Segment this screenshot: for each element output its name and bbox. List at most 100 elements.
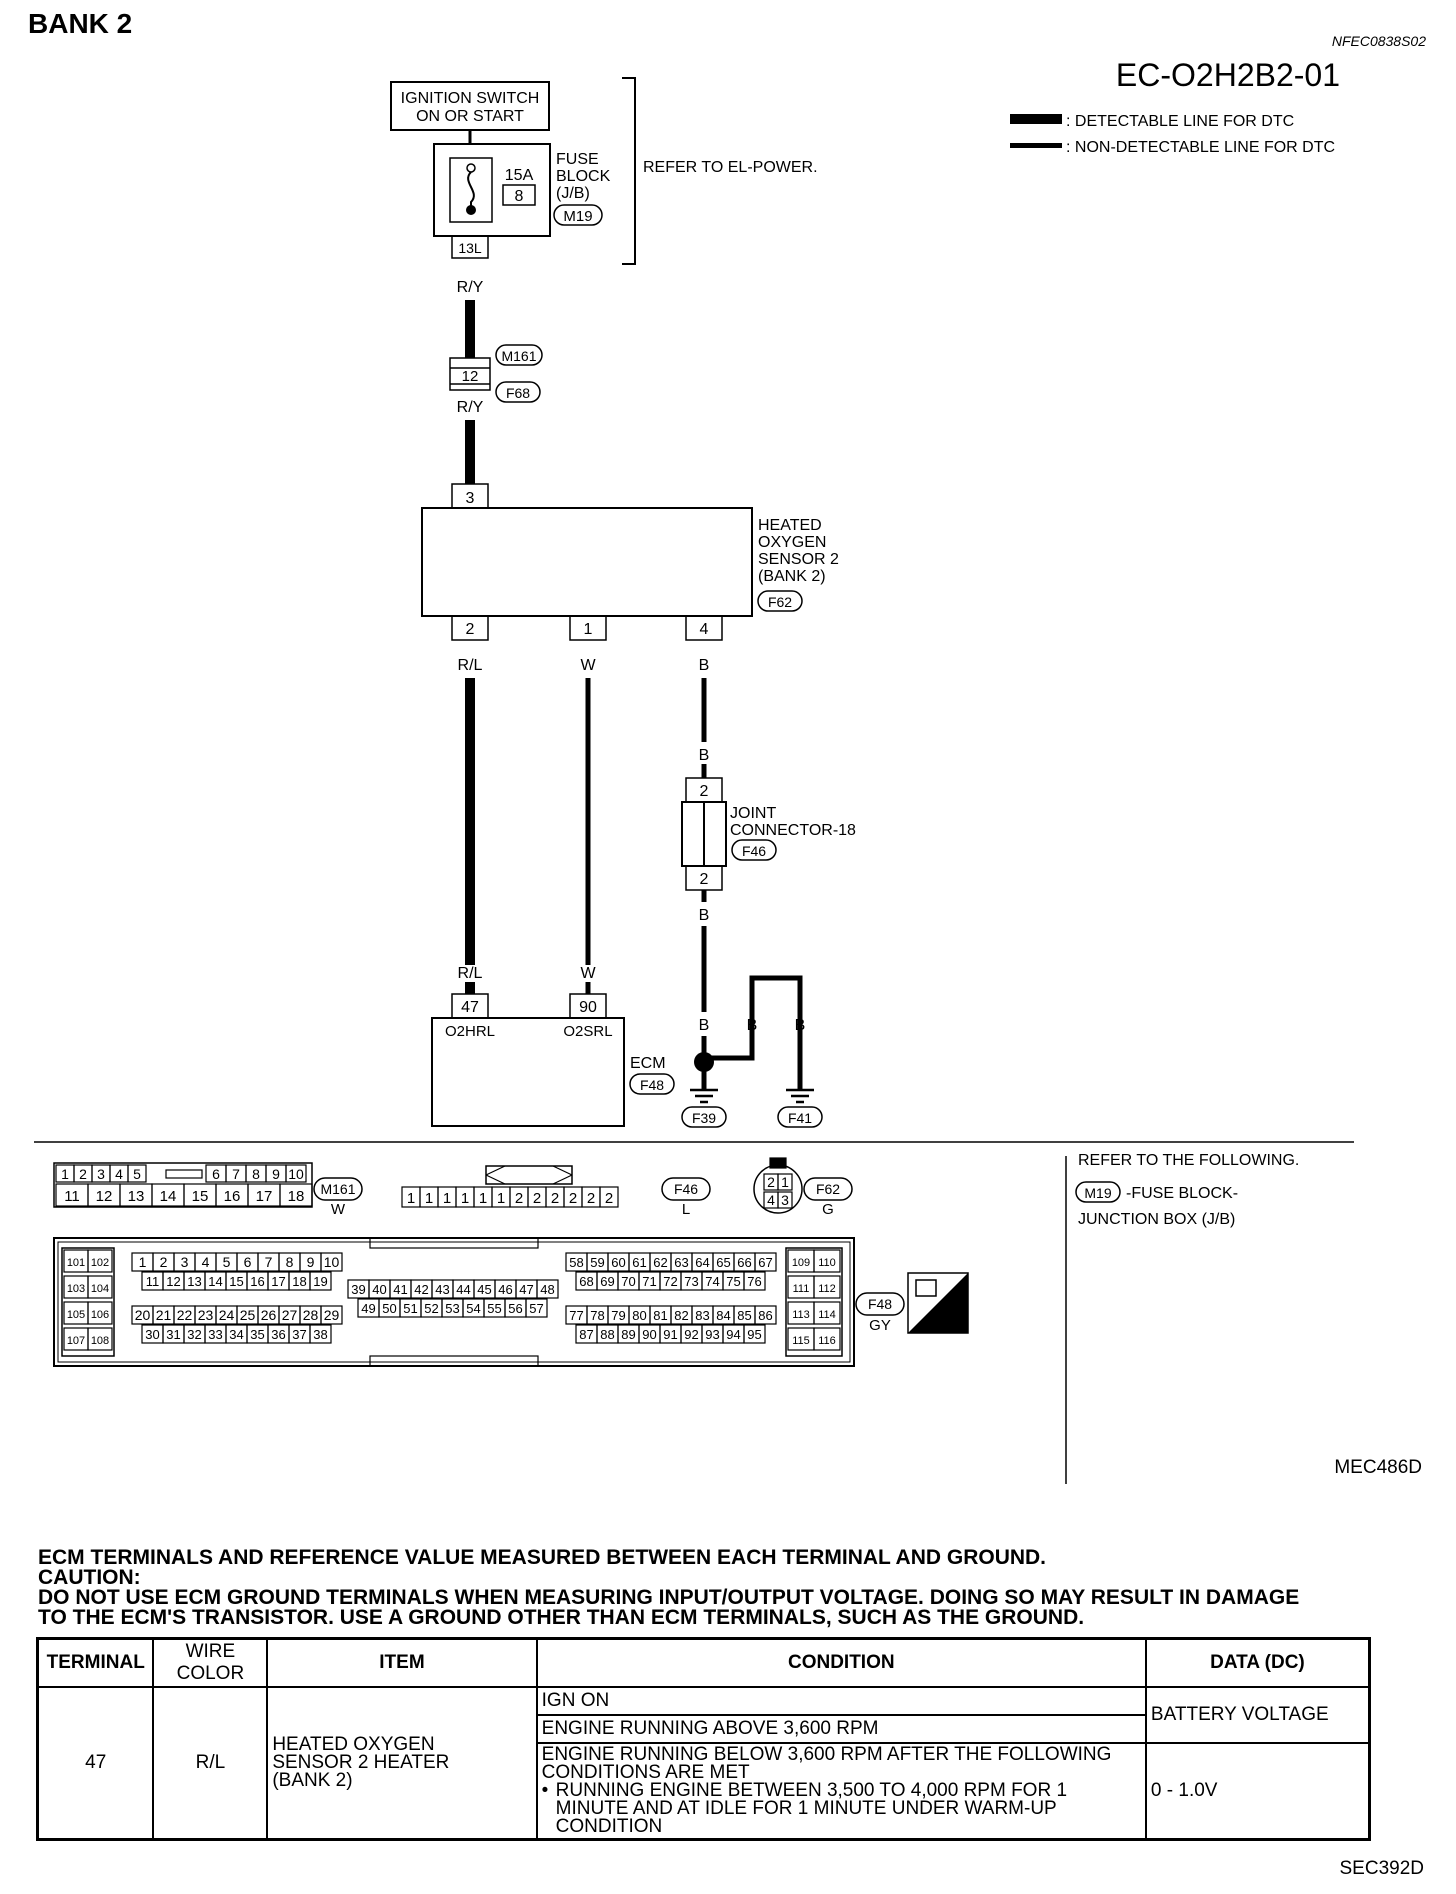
f48-a-pin-28: 28 [303,1307,319,1323]
f48-c-pin-83: 83 [695,1308,709,1323]
ecm-notes: ECM TERMINALS AND REFERENCE VALUE MEASUR… [38,1547,1418,1629]
f62-id: F62 [816,1181,840,1197]
wire-b-label-3: B [699,907,710,924]
hs-badge-icon [908,1273,968,1333]
f48-a-pin-35: 35 [250,1327,264,1342]
wire-rl-label-bottom: R/L [458,965,483,982]
f48-a-pin-25: 25 [240,1307,256,1323]
wire-w-label-top: W [580,657,596,674]
ecm-terminal-table: TERMINAL WIRE COLOR ITEM CONDITION DATA … [36,1637,1371,1841]
f48-c-pin-76: 76 [747,1274,761,1289]
ecm-terminal-90: 90 [579,999,597,1016]
wire-w-label-bottom: W [580,965,596,982]
f62-pin-2: 2 [767,1174,775,1190]
f46-pin-1-2: 1 [443,1190,451,1207]
f48-b-pin-51: 51 [403,1301,417,1316]
f48-a-pin-36: 36 [271,1327,285,1342]
m161-pin-10: 10 [288,1166,304,1182]
f46-pin-1-1: 1 [425,1190,433,1207]
f48-pin-cell [813,1249,841,1273]
f48-bottom-key [369,1355,539,1367]
m161-pin-4: 4 [115,1166,123,1182]
refer-junction-box: JUNCTION BOX (J/B) [1078,1211,1235,1228]
header-condition: CONDITION [535,1637,1147,1688]
f48-b-pin-40: 40 [372,1282,386,1297]
legend-nondetectable-label: : NON-DETECTABLE LINE FOR DTC [1066,139,1335,156]
wire-b-label-2: B [699,747,710,764]
f48-c-pin-59: 59 [590,1255,604,1270]
ref-code: NFEC0838S02 [1332,33,1426,49]
f48-id-oval [855,1292,905,1316]
f48-b-pin-43: 43 [435,1282,449,1297]
f48-pin-110: 110 [818,1257,836,1269]
cell-item: HEATED OXYGEN SENSOR 2 HEATER (BANK 2) [266,1686,538,1841]
f46-pin-1-0: 1 [407,1190,415,1207]
f48-a-pin-10: 10 [324,1254,340,1270]
f48-c-pin-79: 79 [611,1308,625,1323]
notes-line-4: TO THE ECM'S TRANSISTOR. USE A GROUND OT… [38,1606,1085,1629]
f48-a-pin-18: 18 [292,1274,306,1289]
sensor-label-4: (BANK 2) [758,568,826,585]
f48-a-pin-21: 21 [156,1307,172,1323]
f48-c-pin-64: 64 [695,1255,709,1270]
refer-connector-id: M19 [1084,1185,1111,1201]
m161-pin-1: 1 [61,1166,69,1182]
ground-wire-b-1: B [699,1017,710,1034]
notes-line-3: DO NOT USE ECM GROUND TERMINALS WHEN MEA… [38,1586,1300,1609]
cond3-line-1: ENGINE RUNNING BELOW 3,600 RPM AFTER THE… [541,1744,1112,1765]
f48-b-pin-cell [525,1298,548,1318]
f46-pin-1-3: 1 [461,1190,469,1207]
cell-terminal: 47 [36,1686,155,1841]
wire-ry-label-1: R/Y [457,279,484,296]
m161-pin-11: 11 [64,1188,80,1205]
diagram-id: EC-O2H2B2-01 [1116,57,1340,93]
cell-condition-below-3600: ENGINE RUNNING BELOW 3,600 RPM AFTER THE… [535,1742,1147,1841]
table-row: ENGINE RUNNING BELOW 3,600 RPM AFTER THE… [38,1742,1371,1841]
f48-pin-102: 102 [91,1257,109,1269]
f48-c-pin-62: 62 [653,1255,667,1270]
f48-a-pin-15: 15 [229,1274,243,1289]
joint-label-2: CONNECTOR-18 [730,822,856,839]
fuse-icon [467,171,475,206]
inline-connector-bottom-id: F68 [506,385,530,401]
ecm-connector-id: F48 [640,1077,664,1093]
f62-pin-cell [777,1191,793,1209]
m161-id-oval [313,1177,363,1201]
f48-a-pin-12: 12 [166,1274,180,1289]
f48-a-pin-20: 20 [135,1307,151,1323]
f48-c-pin-75: 75 [726,1274,740,1289]
f48-pin-106: 106 [91,1309,109,1321]
fuse-block-box [433,143,551,237]
f48-b-pin-52: 52 [424,1301,438,1316]
f48-a-pin-6: 6 [244,1254,252,1270]
inline-connector-top-id: M161 [501,348,536,364]
f48-pin-111: 111 [793,1283,810,1295]
f48-pin-cell [87,1301,113,1325]
ground-wire-b-3: B [795,1017,806,1034]
f46-pin-2-8: 2 [551,1190,559,1207]
fuse-label-2: BLOCK [556,168,611,185]
f48-pin-103: 103 [67,1283,85,1295]
f48-c-pin-86: 86 [758,1308,772,1323]
m161-pin-8: 8 [252,1166,260,1182]
f48-pin-cell [87,1249,113,1273]
f48-a-pin-14: 14 [208,1274,222,1289]
m161-id: M161 [320,1181,355,1197]
m161-pin-16: 16 [224,1188,241,1205]
ecm-pin-o2hrl: O2HRL [445,1023,495,1040]
f48-a-pin-13: 13 [187,1274,201,1289]
ecm-pin-o2srl: O2SRL [563,1023,612,1040]
f48-pin-107: 107 [67,1335,85,1347]
f46-pin-2-6: 2 [515,1190,523,1207]
f48-b-pin-46: 46 [498,1282,512,1297]
m161-key-slot [165,1169,203,1179]
f48-pin-108: 108 [91,1335,109,1347]
f46-pin-1-5: 1 [497,1190,505,1207]
f48-a-pin-37: 37 [292,1327,306,1342]
ignition-switch-line2: ON OR START [416,108,524,125]
f48-top-key [369,1237,539,1249]
m161-pin-cell [279,1183,313,1207]
sensor-terminal-4: 4 [700,621,709,638]
splice-dot [694,1052,714,1072]
